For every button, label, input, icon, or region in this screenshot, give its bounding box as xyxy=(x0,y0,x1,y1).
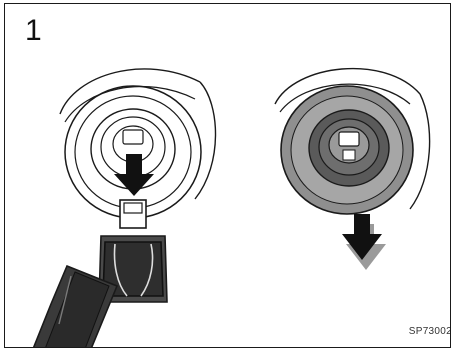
reference-code: SP73002 xyxy=(409,326,451,337)
down-arrow-icon xyxy=(342,214,386,270)
left-lock-assembly xyxy=(60,69,216,218)
figure-frame: 1 xyxy=(4,3,451,348)
illustration xyxy=(5,4,451,348)
down-arrow-icon xyxy=(114,154,154,196)
right-lock-assembly xyxy=(275,69,430,214)
key-assembly xyxy=(33,200,167,348)
